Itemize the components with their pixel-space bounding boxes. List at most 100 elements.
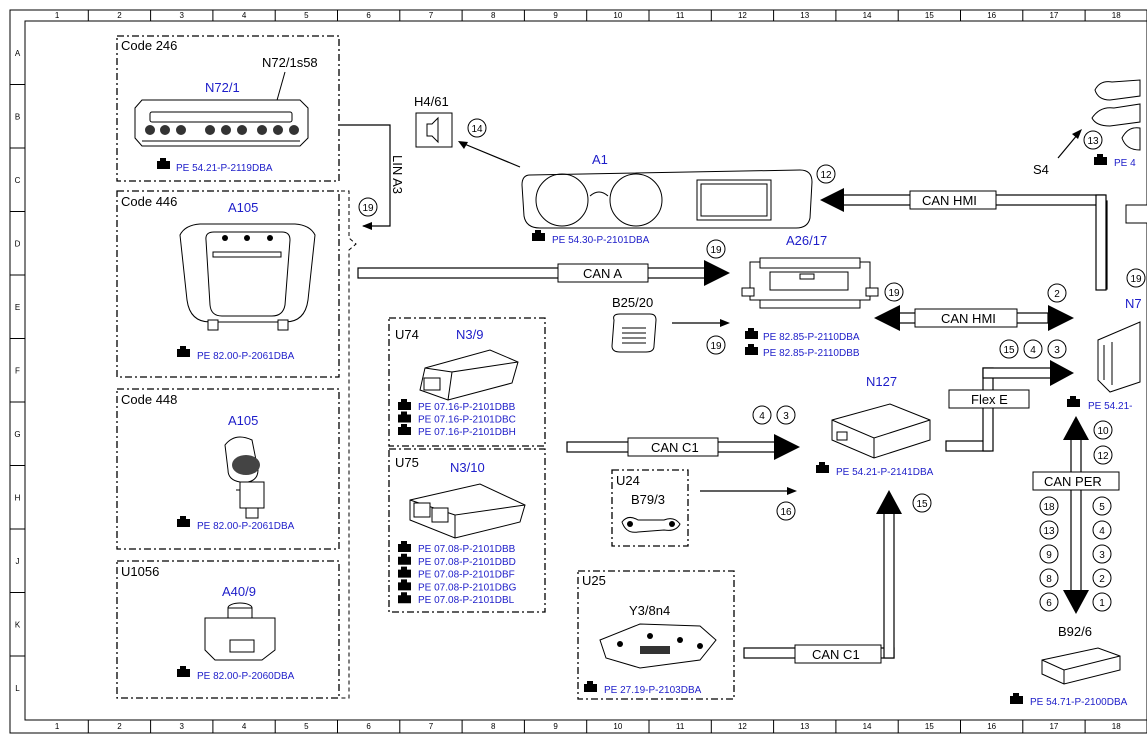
- can-hmi-top-bus: CAN HMI: [820, 188, 1107, 291]
- label-b79-3: B79/3: [631, 492, 665, 507]
- box-label-u74: U74: [395, 327, 419, 342]
- grid-column-label: 15: [925, 11, 934, 20]
- n7-module-drawing-partial: [1097, 321, 1141, 393]
- book-ref-icon: [157, 158, 170, 169]
- book-ref-icon: [398, 553, 411, 565]
- grid-row-label: J: [16, 557, 20, 566]
- box-label-code246: Code 246: [121, 38, 177, 53]
- svg-text:19: 19: [362, 203, 374, 214]
- grid-row-label: A: [15, 49, 21, 58]
- svg-text:PE 82.00-P-2061DBA: PE 82.00-P-2061DBA: [197, 351, 295, 362]
- book-ref-icon: [1010, 693, 1023, 704]
- can-a-bus: CAN A: [357, 260, 730, 286]
- book-ref-icon: [816, 462, 829, 473]
- callout-4-can-c1: 4: [752, 405, 772, 425]
- box-label-u24: U24: [616, 473, 640, 488]
- svg-text:2: 2: [1054, 289, 1060, 300]
- group-brace: [341, 190, 357, 699]
- grid-column-label: 1: [55, 722, 60, 731]
- callout-2: 2: [1047, 283, 1067, 303]
- book-ref-icon: [398, 592, 411, 604]
- svg-text:CAN HMI: CAN HMI: [941, 311, 996, 326]
- svg-text:13: 13: [1087, 136, 1099, 147]
- grid-column-label: 6: [366, 11, 371, 20]
- bus-label-lin-a3: LIN A3: [390, 155, 405, 194]
- label-a40-9: A40/9: [222, 584, 256, 599]
- svg-text:19: 19: [710, 341, 722, 352]
- ref-y3-8n4: PE 27.19-P-2103DBA: [584, 681, 702, 696]
- grid-column-label: 10: [613, 722, 622, 731]
- svg-text:PE 54.21-P-2119DBA: PE 54.21-P-2119DBA: [176, 163, 273, 174]
- grid-column-label: 10: [613, 11, 622, 20]
- box-code-448: [116, 388, 340, 550]
- callout-5: 5: [1092, 496, 1112, 516]
- svg-text:CAN C1: CAN C1: [812, 647, 860, 662]
- callout-19-lin: 19: [358, 197, 378, 217]
- grid-column-label: 5: [304, 722, 309, 731]
- can-hmi-mid-bus: CAN HMI: [874, 305, 1074, 331]
- grid-column-label: 8: [491, 11, 496, 20]
- svg-text:3: 3: [1099, 550, 1105, 561]
- a1-instrument-cluster-drawing: [521, 169, 813, 229]
- label-n7-partial: N7: [1125, 296, 1142, 311]
- box-label-u1056: U1056: [121, 564, 159, 579]
- arrowhead-s4: [1072, 129, 1082, 139]
- callout-15-flex: 15: [999, 339, 1019, 359]
- ref-item: PE 07.08-P-2101DBF: [398, 566, 515, 581]
- svg-text:12: 12: [820, 170, 832, 181]
- partial-bus-box-right: [1125, 204, 1147, 224]
- svg-text:1: 1: [1099, 598, 1105, 609]
- lin-a3-line: [340, 124, 391, 227]
- grid-column-label: 5: [304, 11, 309, 20]
- svg-text:CAN C1: CAN C1: [651, 440, 699, 455]
- n72-1-control-panel-drawing: [134, 99, 309, 147]
- box-u1056: [116, 560, 340, 699]
- label-y3-8n4: Y3/8n4: [629, 603, 670, 618]
- svg-text:19: 19: [1130, 274, 1142, 285]
- svg-text:14: 14: [471, 124, 483, 135]
- svg-text:18: 18: [1043, 502, 1055, 513]
- svg-text:2: 2: [1099, 574, 1105, 585]
- book-ref-icon: [398, 566, 411, 578]
- ref-s4-partial: PE 4: [1094, 154, 1136, 169]
- ref-n127: PE 54.21-P-2141DBA: [816, 462, 934, 478]
- callout-3-flex: 3: [1047, 339, 1067, 359]
- callout-9: 9: [1039, 544, 1059, 564]
- book-ref-icon: [177, 346, 190, 357]
- grid-column-label: 16: [987, 11, 996, 20]
- a40-9-controller-drawing: [204, 602, 276, 661]
- grid-column-label: 1: [55, 11, 60, 20]
- svg-text:4: 4: [759, 411, 765, 422]
- ref-n7-partial: PE 54.21-: [1067, 396, 1132, 412]
- arrowhead-b25-20: [720, 319, 730, 327]
- ref-text: PE 07.08-P-2101DBD: [418, 557, 516, 568]
- b79-3-sensor-drawing: [621, 516, 681, 533]
- label-a1: A1: [592, 152, 608, 167]
- ref-text: PE 07.08-P-2101DBG: [418, 582, 517, 593]
- ref-text: PE 07.16-P-2101DBH: [418, 427, 516, 438]
- callout-19-hmi: 19: [884, 282, 904, 302]
- ref-item: PE 07.16-P-2101DBB: [398, 399, 516, 413]
- callout-14: 14: [467, 118, 487, 138]
- svg-text:9: 9: [1046, 550, 1052, 561]
- label-n127: N127: [866, 374, 897, 389]
- svg-text:PE 82.00-P-2061DBA: PE 82.00-P-2061DBA: [197, 521, 295, 532]
- grid-row-label: E: [15, 303, 20, 312]
- book-ref-icon: [398, 411, 411, 423]
- grid-column-label: 7: [429, 722, 434, 731]
- callout-18: 18: [1039, 496, 1059, 516]
- label-b92-6: B92/6: [1058, 624, 1092, 639]
- book-ref-icon: [532, 230, 545, 241]
- book-ref-icon: [177, 516, 190, 527]
- n127-module-drawing: [831, 403, 931, 459]
- grid-column-label: 4: [242, 11, 247, 20]
- label-h4-61: H4/61: [414, 94, 449, 109]
- label-n72-1s58: N72/1s58: [262, 55, 318, 70]
- callout-15-can-c1: 15: [912, 493, 932, 513]
- box-code-246: [116, 35, 340, 182]
- ref-text: PE 07.08-P-2101DBF: [418, 570, 515, 581]
- speaker-icon: [426, 116, 439, 144]
